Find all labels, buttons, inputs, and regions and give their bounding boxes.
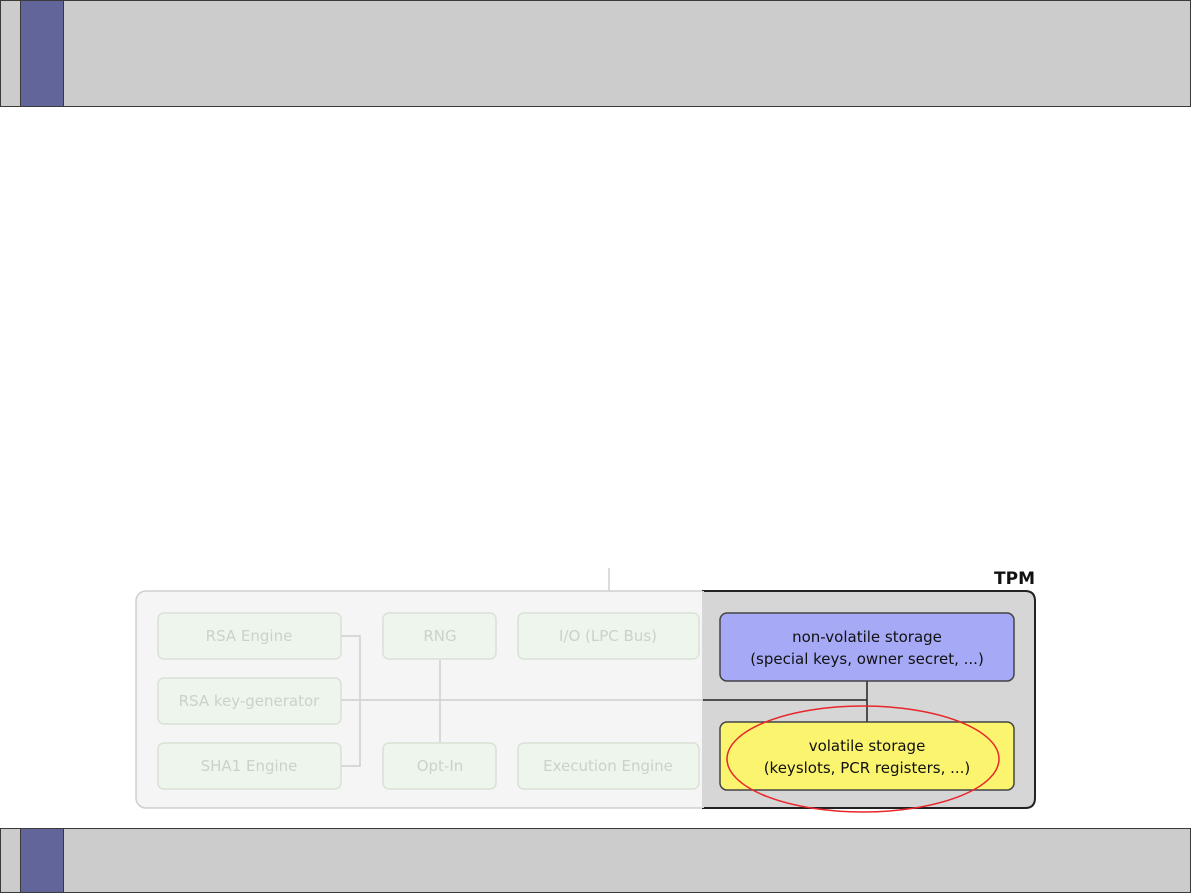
volatile-storage-title: volatile storage	[809, 737, 926, 755]
footer-left-stub	[1, 829, 21, 892]
rng-block	[382, 612, 497, 660]
nonvolatile-storage-block	[719, 612, 1015, 682]
rsa-key-generator-label: RSA key-generator	[179, 692, 321, 710]
execution-engine-label: Execution Engine	[543, 757, 673, 775]
opt-in-label: Opt-In	[417, 757, 464, 775]
header-left-stub	[1, 1, 21, 106]
volatile-storage-detail: (keyslots, PCR registers, ...)	[764, 759, 971, 777]
opt-in-block	[382, 742, 497, 790]
rsa-engine-block	[157, 612, 342, 660]
faded-connectors	[341, 635, 703, 767]
faded-blocks: RSA Engine RNG I/O (LPC Bus) RSA key-gen…	[157, 612, 700, 790]
rng-label: RNG	[423, 627, 456, 645]
sha1-engine-block	[157, 742, 342, 790]
highlight-ellipse	[726, 705, 1000, 813]
sha1-engine-label: SHA1 Engine	[201, 757, 298, 775]
execution-engine-block	[517, 742, 700, 790]
rsa-engine-label: RSA Engine	[206, 627, 293, 645]
storage-connectors	[703, 681, 868, 722]
io-lpc-bus-label: I/O (LPC Bus)	[559, 627, 657, 645]
header-bar	[0, 0, 1191, 107]
volatile-storage-block	[719, 721, 1015, 791]
footer-bar	[0, 828, 1191, 893]
nonvolatile-storage-detail: (special keys, owner secret, ...)	[750, 650, 984, 668]
io-lpc-bus-block	[517, 612, 700, 660]
header-accent-block	[21, 1, 64, 106]
nonvolatile-storage-title: non-volatile storage	[792, 628, 942, 646]
footer-accent-block	[21, 829, 64, 892]
tpm-label: TPM	[994, 569, 1035, 589]
rsa-key-generator-block	[157, 677, 342, 725]
